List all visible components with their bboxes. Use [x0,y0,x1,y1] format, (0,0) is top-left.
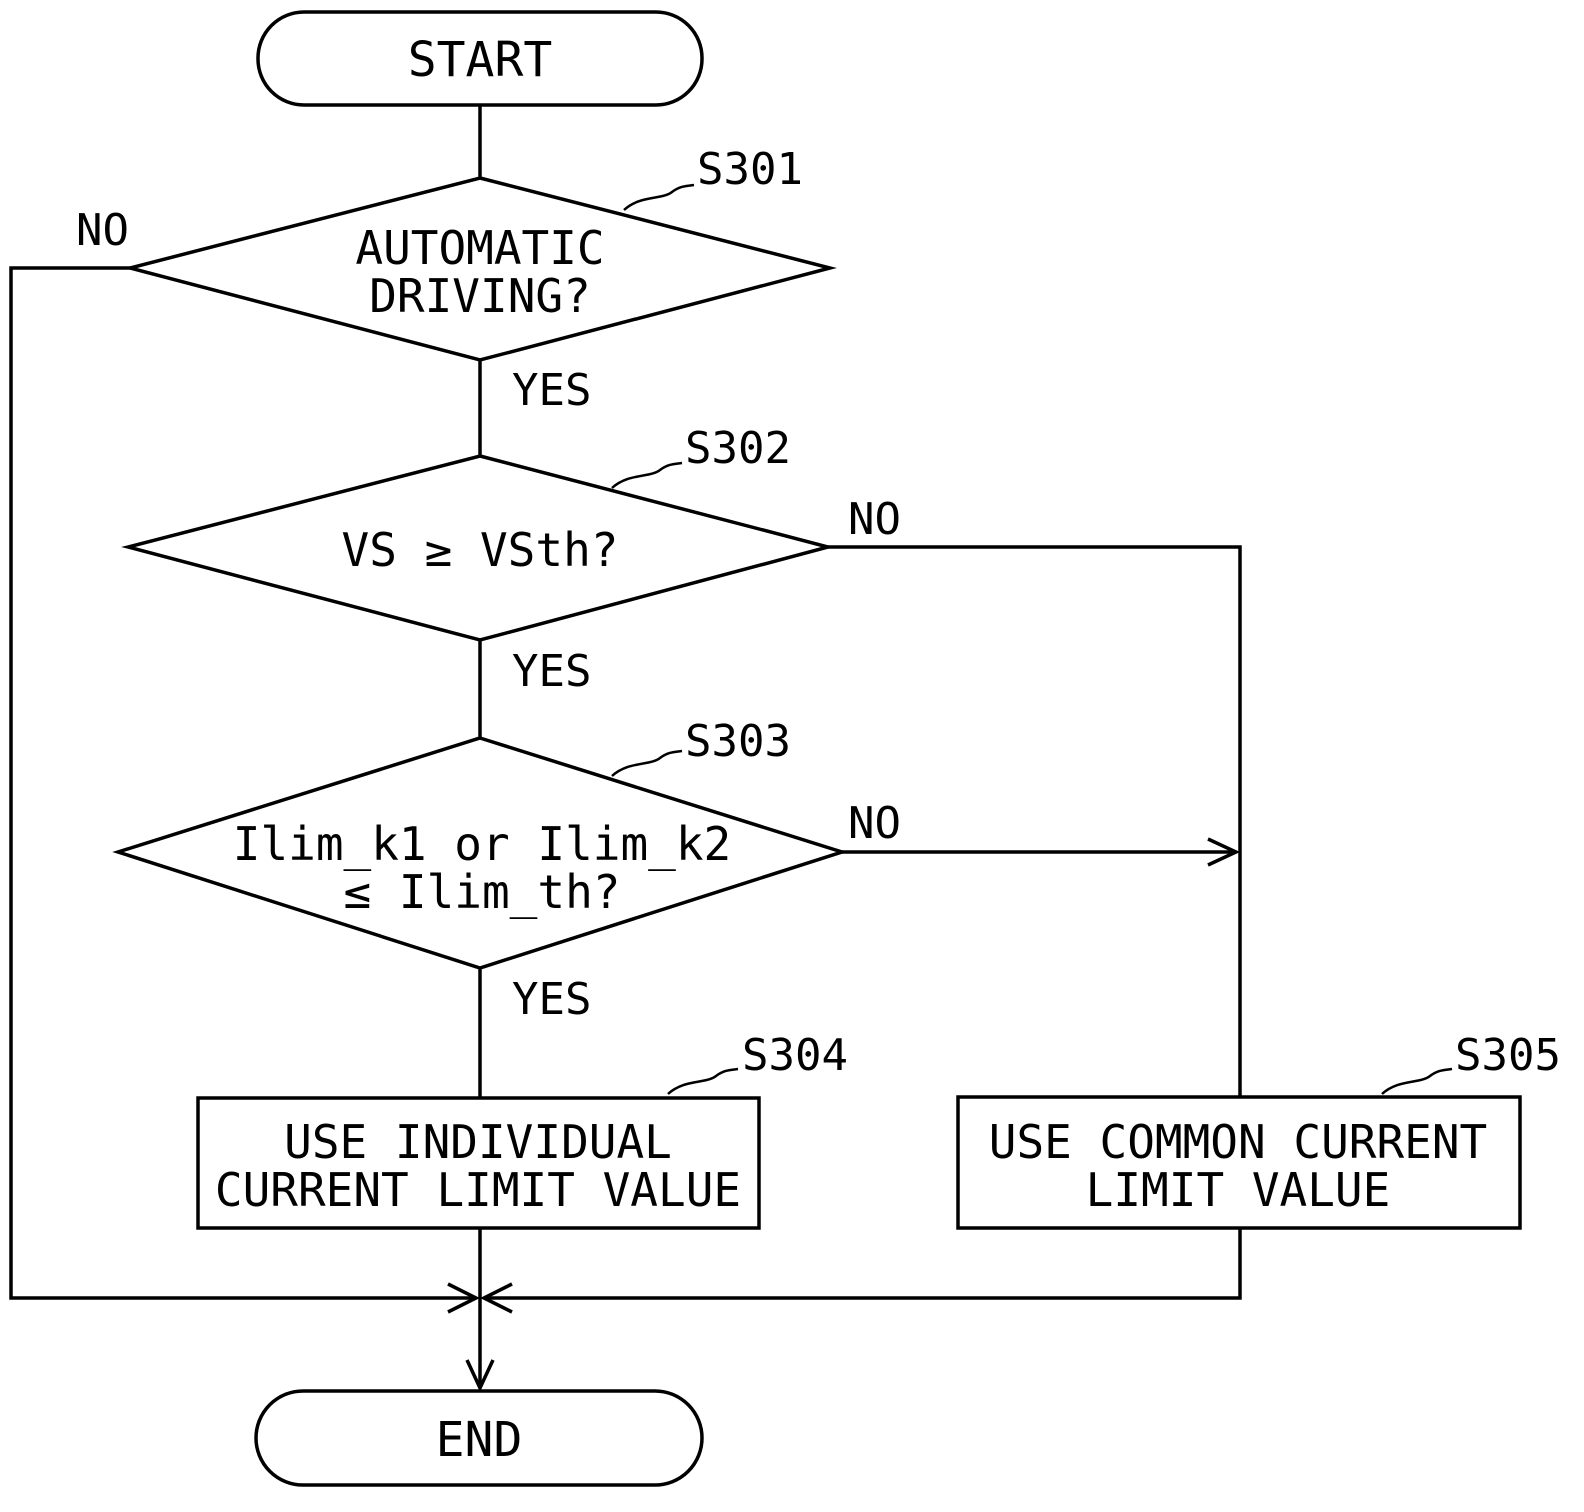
process-s304-line-2: CURRENT LIMIT VALUE [215,1163,741,1217]
process-s304-line-1: USE INDIVIDUAL [284,1115,672,1169]
decision-s301-line-1: AUTOMATIC [355,221,604,275]
s305-step-id: S305 [1455,1030,1561,1081]
decision-s302-line-1: VS ≥ VSth? [342,523,619,577]
s301-no-label: NO [76,205,129,256]
process-s305-line-1: USE COMMON CURRENT [989,1115,1488,1169]
start-label: START [408,32,553,88]
s303-step-id: S303 [685,716,791,767]
s301-step-id: S301 [697,144,803,195]
end-label: END [436,1412,523,1468]
s301-leader-line [624,185,694,210]
s305-leader-line [1382,1069,1452,1094]
s302-yes-label: YES [512,646,591,697]
s304-step-id: S304 [742,1030,848,1081]
s303-yes-label: YES [512,974,591,1025]
s303-leader-line [612,751,682,776]
decision-s303-line-2: ≤ Ilim_th? [344,865,621,919]
decision-s301-line-2: DRIVING? [369,269,591,323]
process-s305-line-2: LIMIT VALUE [1086,1163,1391,1217]
s302-step-id: S302 [685,423,791,474]
decision-s303-line-1: Ilim_k1 or Ilim_k2 [233,817,732,871]
s301-yes-label: YES [512,365,591,416]
s302-leader-line [612,463,682,488]
s304-leader-line [668,1069,738,1094]
connector-s305-merge [484,1228,1240,1298]
s302-no-label: NO [848,494,901,545]
s303-no-label: NO [848,798,901,849]
